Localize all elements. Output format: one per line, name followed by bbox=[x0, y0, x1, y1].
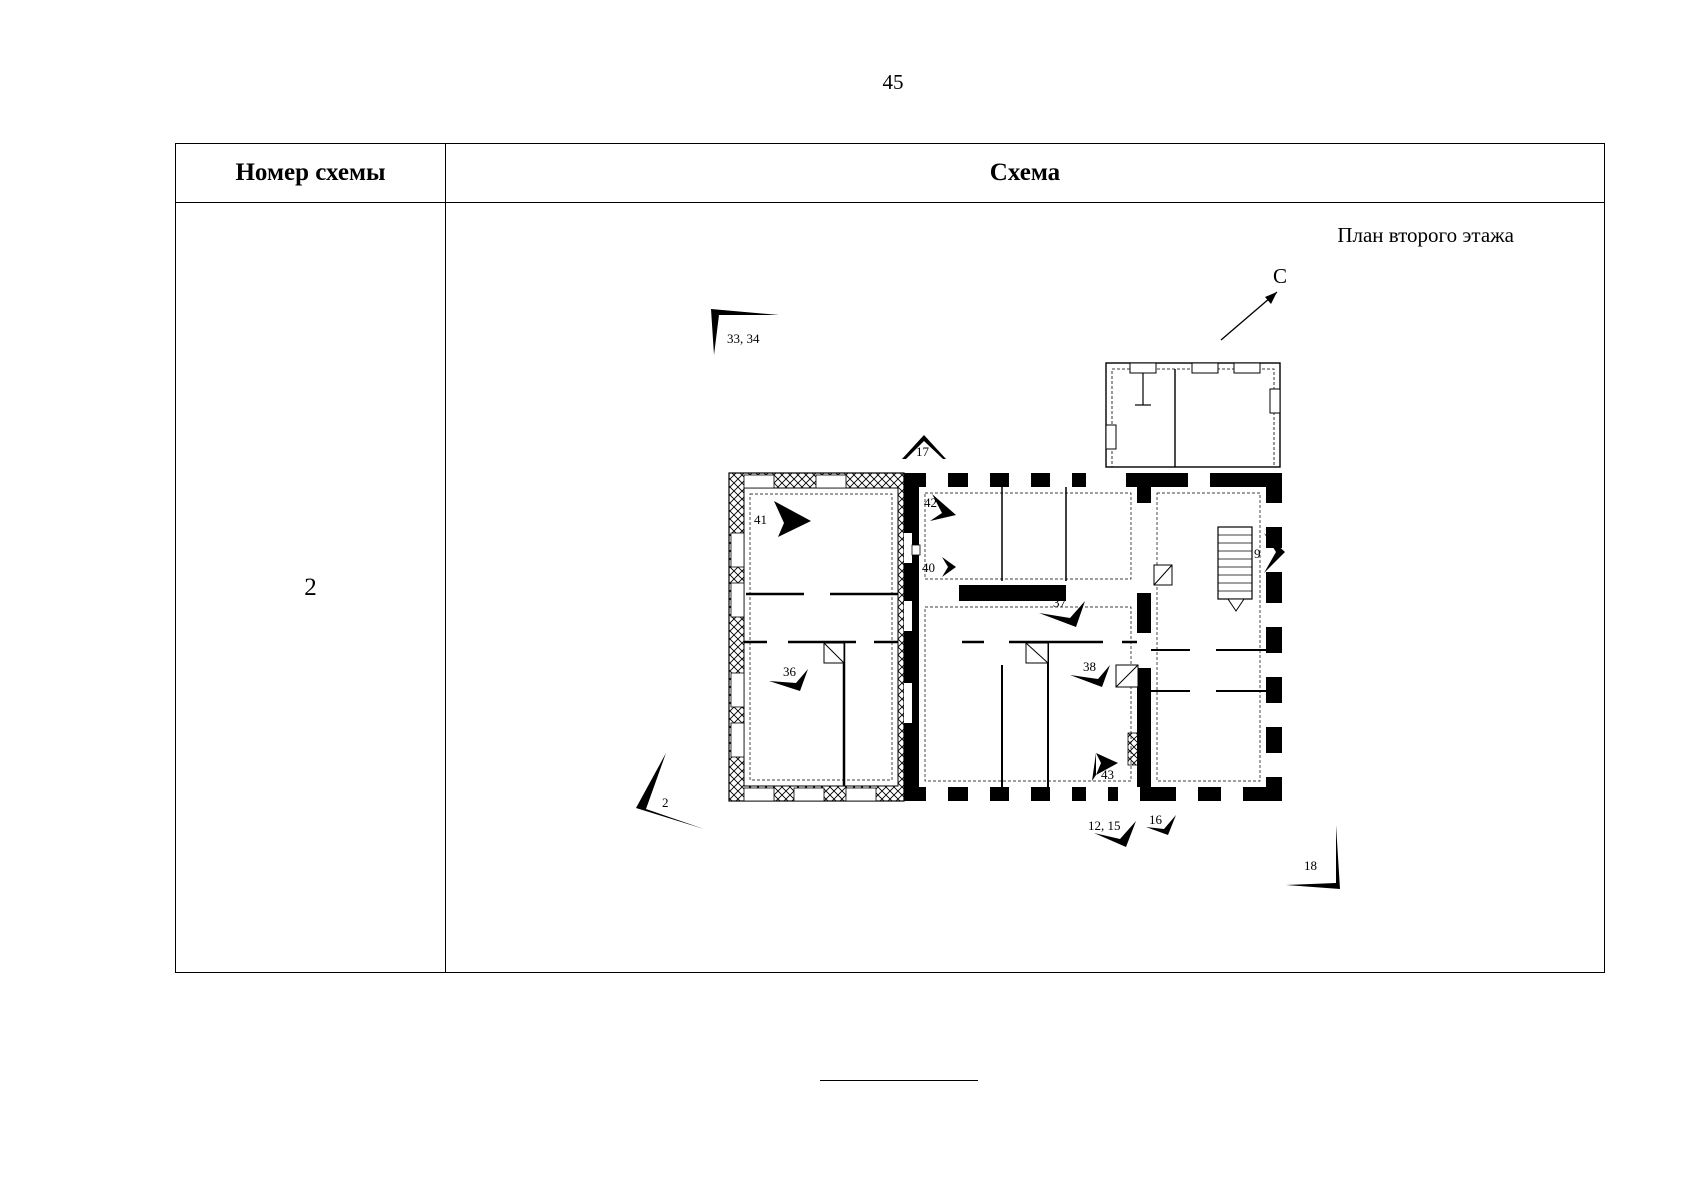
header-schema-number: Номер схемы bbox=[175, 143, 446, 203]
north-arrow-icon bbox=[1220, 291, 1278, 341]
viewpoint-marker: 38 bbox=[1070, 659, 1110, 687]
page-number: 45 bbox=[882, 70, 904, 94]
svg-text:41: 41 bbox=[754, 512, 767, 527]
table-row: 2 План второго этажа С bbox=[175, 202, 1605, 973]
viewpoint-marker: 43 bbox=[1092, 753, 1118, 782]
viewpoint-marker: 33, 34 bbox=[711, 309, 779, 355]
header-schema: Схема bbox=[445, 143, 1605, 203]
svg-text:17: 17 bbox=[916, 444, 930, 459]
viewpoint-marker: 41 bbox=[754, 501, 811, 537]
svg-text:40: 40 bbox=[922, 560, 935, 575]
svg-text:43: 43 bbox=[1101, 767, 1114, 782]
schema-table: Номер схемы Схема 2 План второго этажа С bbox=[175, 143, 1605, 973]
viewpoint-marker: 36 bbox=[769, 664, 808, 691]
svg-text:16: 16 bbox=[1149, 812, 1163, 827]
viewpoint-marker: 12, 15 bbox=[1088, 818, 1136, 847]
table-header-row: Номер схемы Схема bbox=[175, 143, 1605, 203]
north-label: С bbox=[1273, 264, 1287, 288]
viewpoint-marker: 40 bbox=[922, 557, 956, 577]
schema-cell: План второго этажа С bbox=[445, 202, 1605, 973]
viewpoint-marker: 2 bbox=[636, 753, 704, 829]
viewpoint-marker: 16 bbox=[1146, 812, 1176, 835]
svg-text:18: 18 bbox=[1304, 858, 1317, 873]
viewpoint-marker: 18 bbox=[1286, 825, 1340, 889]
plan-caption: План второго этажа bbox=[1337, 223, 1514, 247]
svg-text:42: 42 bbox=[924, 495, 937, 510]
svg-text:36: 36 bbox=[783, 664, 797, 679]
svg-text:33, 34: 33, 34 bbox=[727, 331, 760, 346]
viewpoint-marker: 37 bbox=[1039, 595, 1085, 627]
svg-text:2: 2 bbox=[662, 795, 669, 810]
viewpoint-marker: 9 bbox=[1254, 533, 1285, 573]
viewpoint-marker: 42 bbox=[924, 494, 956, 521]
svg-text:37: 37 bbox=[1053, 595, 1067, 610]
floor-plan: С bbox=[636, 264, 1340, 889]
main-building bbox=[904, 473, 1282, 801]
annex bbox=[1105, 362, 1281, 468]
schema-number: 2 bbox=[175, 202, 446, 973]
west-wing bbox=[728, 472, 905, 802]
footer-divider bbox=[820, 1080, 978, 1081]
svg-text:9: 9 bbox=[1254, 546, 1261, 561]
svg-text:12, 15: 12, 15 bbox=[1088, 818, 1121, 833]
viewpoint-marker: 17 bbox=[902, 435, 946, 459]
svg-text:38: 38 bbox=[1083, 659, 1096, 674]
